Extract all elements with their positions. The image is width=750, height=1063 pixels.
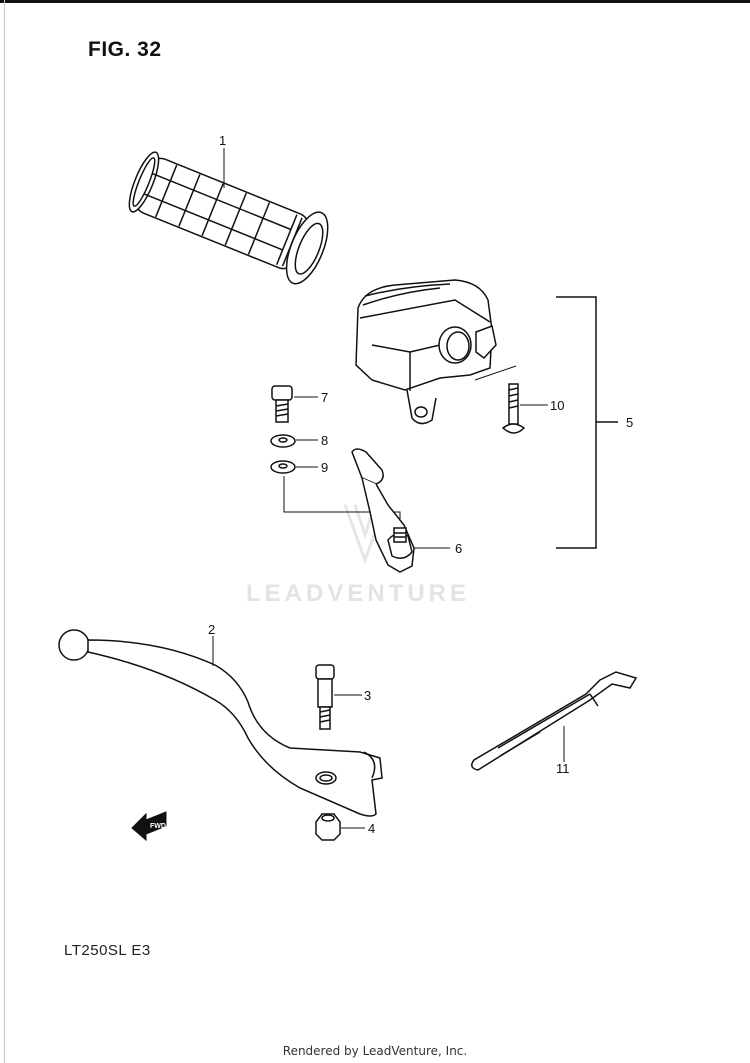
fwd-label: FWD: [150, 823, 166, 830]
callout-2: 2: [208, 622, 215, 637]
choke-lever-icon: [351, 448, 415, 573]
nut-icon: [315, 813, 341, 841]
callout-3: 3: [364, 688, 371, 703]
screw-icon: [501, 383, 526, 434]
callout-5: 5: [626, 415, 633, 430]
washer-icon: [270, 460, 296, 474]
washer-icon: [270, 434, 296, 448]
assembly-bracket: [556, 296, 618, 549]
model-code: LT250SL E3: [64, 942, 151, 959]
brake-lever-icon: [58, 629, 383, 817]
callout-1: 1: [219, 133, 226, 148]
callout-10: 10: [550, 398, 564, 413]
bolt-icon: [271, 385, 293, 423]
cable-tie-icon: [471, 671, 638, 771]
callout-7: 7: [321, 390, 328, 405]
callout-8: 8: [321, 433, 328, 448]
bolt-icon: [315, 664, 335, 730]
figure-title: FIG. 32: [88, 38, 162, 61]
callout-4: 4: [368, 821, 375, 836]
handlebar-grip-icon: [128, 151, 329, 285]
callout-6: 6: [455, 541, 462, 556]
watermark-text: LEADVENTURE: [246, 580, 471, 607]
left-border: [4, 0, 5, 1063]
footer-credit: Rendered by LeadVenture, Inc.: [282, 1044, 468, 1058]
callout-11: 11: [556, 761, 570, 776]
callout-9: 9: [321, 460, 328, 475]
lever-holder-assembly-icon: [355, 279, 497, 425]
top-border: [0, 0, 750, 3]
forward-arrow-icon: FWD: [131, 811, 167, 842]
